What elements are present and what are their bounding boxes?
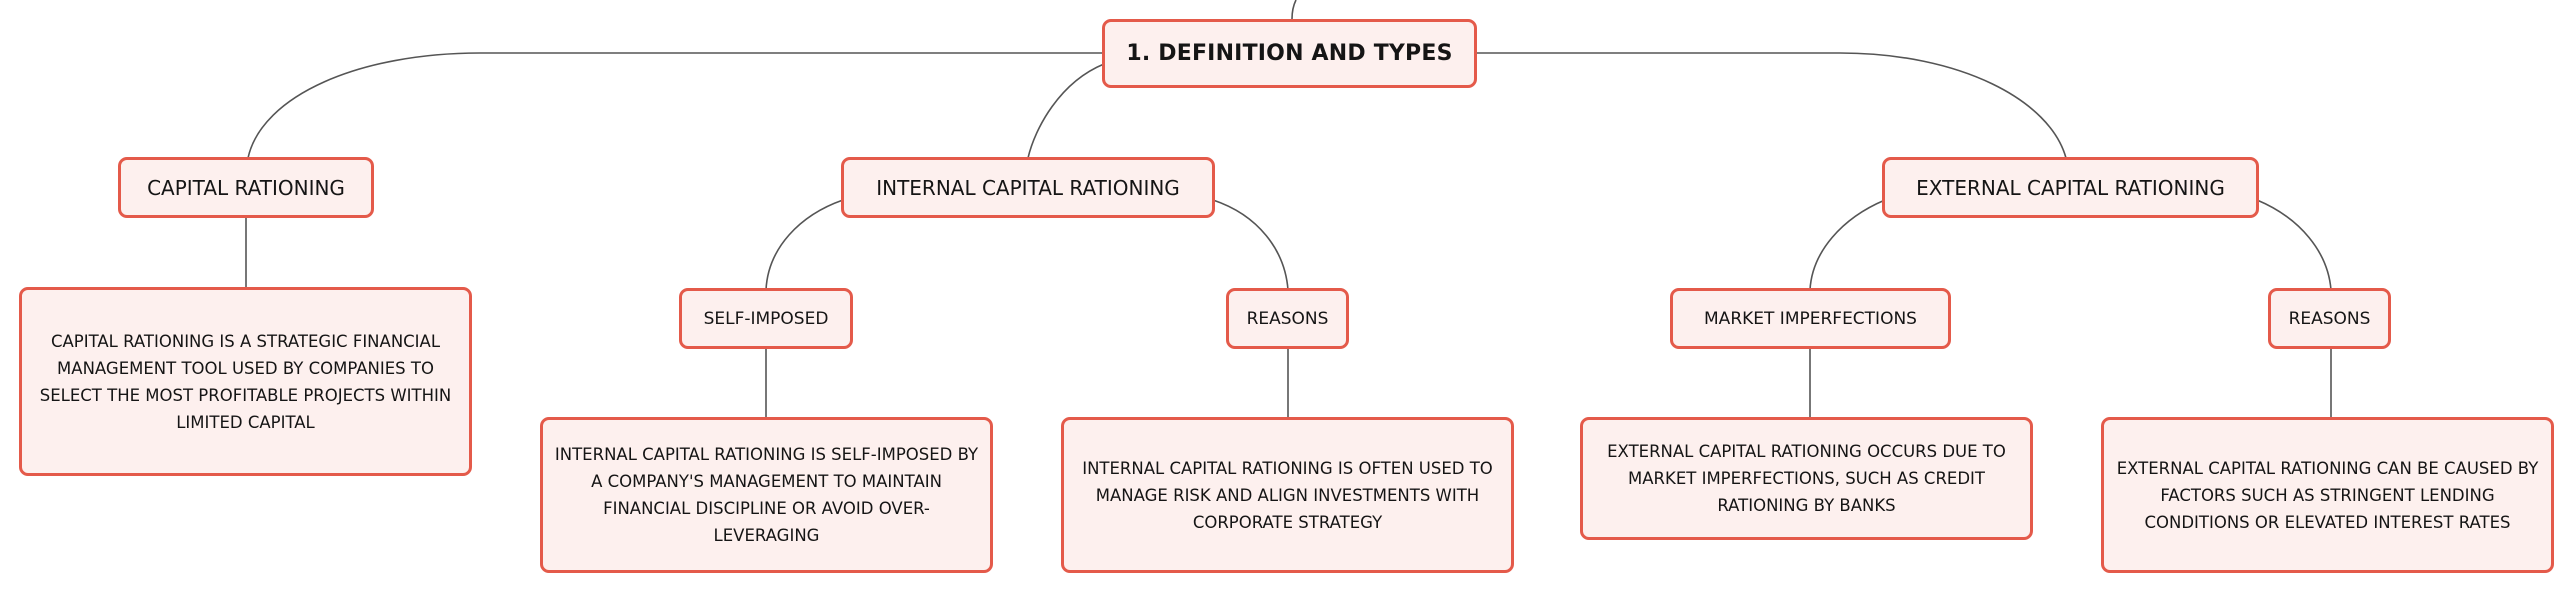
desc-external-reasons[interactable]: EXTERNAL CAPITAL RATIONING CAN BE CAUSED… xyxy=(2101,417,2554,573)
node-capital-rationing[interactable]: CAPITAL RATIONING xyxy=(118,157,374,218)
connector-internal-self-imposed xyxy=(765,199,844,291)
desc-internal-reasons[interactable]: INTERNAL CAPITAL RATIONING IS OFTEN USED… xyxy=(1061,417,1514,573)
node-internal-capital-rationing[interactable]: INTERNAL CAPITAL RATIONING xyxy=(841,157,1215,218)
desc-market-imperfections[interactable]: EXTERNAL CAPITAL RATIONING OCCURS DUE TO… xyxy=(1580,417,2033,540)
node-market-imperfections[interactable]: MARKET IMPERFECTIONS xyxy=(1670,288,1951,349)
connector-external-reasons xyxy=(2256,199,2332,291)
connector-external-market xyxy=(1809,199,1886,291)
node-self-imposed[interactable]: SELF-IMPOSED xyxy=(679,288,853,349)
root-node[interactable]: 1. DEFINITION AND TYPES xyxy=(1102,19,1477,88)
desc-capital-rationing[interactable]: CAPITAL RATIONING IS A STRATEGIC FINANCI… xyxy=(19,287,472,476)
connector-root-internal xyxy=(1027,63,1105,159)
node-external-reasons[interactable]: REASONS xyxy=(2268,288,2391,349)
connector-internal-reasons xyxy=(1212,199,1289,291)
node-external-capital-rationing[interactable]: EXTERNAL CAPITAL RATIONING xyxy=(1882,157,2259,218)
node-internal-reasons[interactable]: REASONS xyxy=(1226,288,1349,349)
connector-root-parent xyxy=(1291,0,1297,20)
connector-root-capital-rationing xyxy=(247,52,1104,159)
desc-self-imposed[interactable]: INTERNAL CAPITAL RATIONING IS SELF-IMPOS… xyxy=(540,417,993,573)
connector-root-external xyxy=(1475,52,2067,159)
